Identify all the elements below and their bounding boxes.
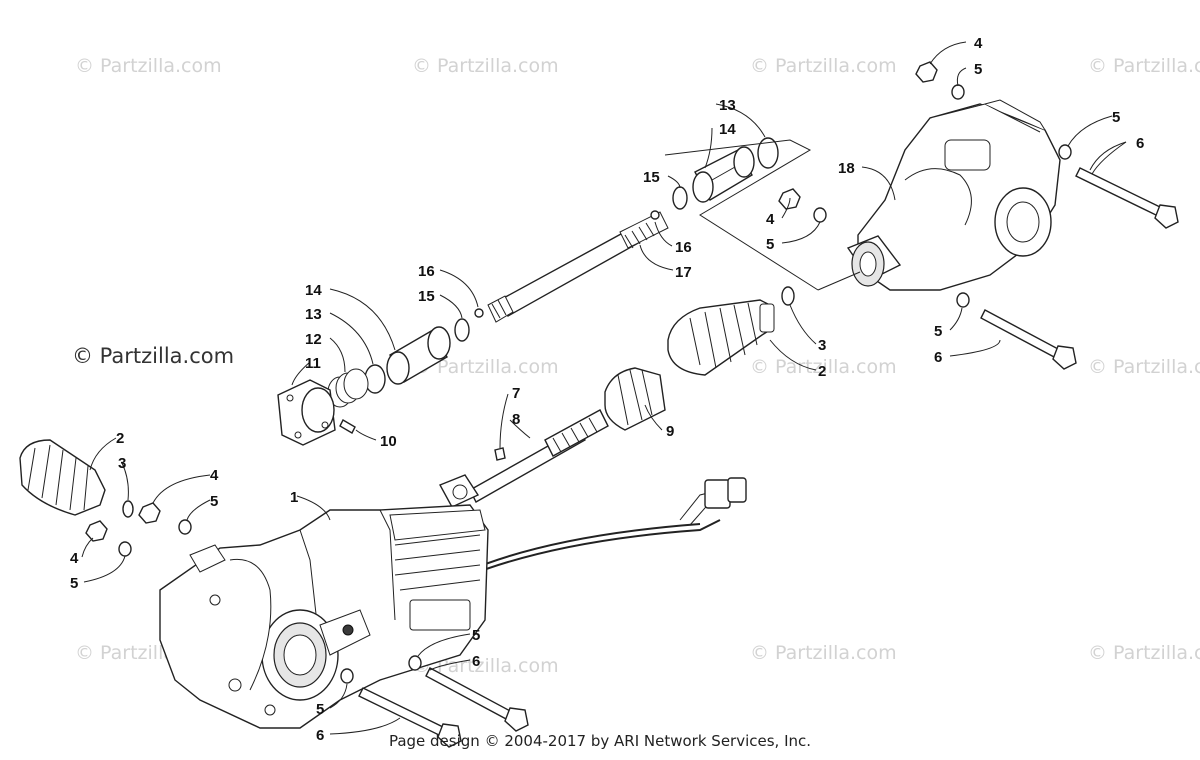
callout-6: 6 [934, 349, 942, 366]
watermark: © Partzilla.com [750, 356, 897, 378]
callout-15: 15 [643, 169, 660, 186]
callout-3: 3 [818, 337, 826, 354]
callout-17: 17 [675, 264, 692, 281]
ring-13 [364, 364, 386, 394]
spring-12 [327, 368, 369, 408]
page-footer: Page design © 2004-2017 by ARI Network S… [388, 732, 812, 750]
callout-4: 4 [210, 467, 219, 484]
callout-4: 4 [974, 35, 983, 52]
callout-8: 8 [512, 411, 520, 428]
callout-2: 2 [116, 430, 124, 447]
callout-6: 6 [316, 727, 324, 744]
ball-16 [650, 210, 660, 220]
callout-5: 5 [934, 323, 942, 340]
callout-5: 5 [210, 493, 218, 510]
boot-9 [604, 367, 666, 431]
callout-10: 10 [380, 433, 397, 450]
callout-13: 13 [719, 97, 736, 114]
bearing-housing-11 [277, 379, 336, 446]
callout-1: 1 [290, 489, 298, 506]
wiring-harness [469, 477, 747, 576]
watermark-dark: © Partzilla.com [72, 344, 235, 368]
watermark: © Partzilla.com [1088, 642, 1200, 664]
callout-5: 5 [1112, 109, 1120, 126]
ring-15 [454, 318, 470, 342]
callout-16: 16 [418, 263, 435, 280]
callout-14: 14 [305, 282, 322, 299]
callout-9: 9 [666, 423, 674, 440]
fasteners [85, 61, 1072, 684]
callout-5: 5 [316, 701, 324, 718]
callouts: 1 2 2 3 3 4 4 4 4 5 5 5 5 5 5 5 5 6 6 6 … [70, 35, 1144, 744]
watermark: © Partzilla.com [1088, 55, 1200, 77]
bolt-7 [494, 447, 506, 461]
callout-14: 14 [719, 121, 736, 138]
watermark: © Partzilla.com [412, 356, 559, 378]
rear-clamp [781, 286, 795, 306]
ring-13 [757, 137, 779, 169]
front-boot [19, 439, 106, 516]
callout-15: 15 [418, 288, 435, 305]
prop-shaft [487, 211, 669, 323]
callout-6: 6 [472, 653, 480, 670]
watermark: © Partzilla.com [412, 55, 559, 77]
callout-3: 3 [118, 455, 126, 472]
bolt-10 [339, 419, 356, 434]
callout-12: 12 [305, 331, 322, 348]
callout-11: 11 [305, 355, 321, 372]
rear-gearcase [846, 99, 1061, 291]
callout-2: 2 [818, 363, 826, 380]
callout-5: 5 [766, 236, 774, 253]
front-gearcase [159, 504, 489, 729]
front-clamp [122, 500, 134, 518]
callout-7: 7 [512, 385, 520, 402]
ring-15 [672, 186, 688, 210]
output-shaft-8 [439, 409, 609, 508]
callout-4: 4 [766, 211, 775, 228]
watermark: © Partzilla.com [75, 55, 222, 77]
callout-6: 6 [1136, 135, 1144, 152]
callout-5: 5 [974, 61, 982, 78]
rear-boot [667, 299, 775, 376]
assembly-line [817, 271, 861, 291]
watermark: © Partzilla.com [750, 642, 897, 664]
watermark: © Partzilla.com [412, 655, 559, 677]
callout-18: 18 [838, 160, 855, 177]
watermark: © Partzilla.com [1088, 356, 1200, 378]
callout-5: 5 [70, 575, 78, 592]
watermark: © Partzilla.com [750, 55, 897, 77]
callout-5: 5 [472, 627, 480, 644]
assembly-line [664, 139, 819, 291]
long-bolts [358, 167, 1179, 748]
callout-13: 13 [305, 306, 322, 323]
coupler-14-top [692, 146, 755, 203]
callout-16: 16 [675, 239, 692, 256]
ball-16 [474, 308, 484, 318]
coupler-14-lower [386, 326, 451, 385]
callout-4: 4 [70, 550, 79, 567]
leader-lines [81, 41, 1127, 735]
